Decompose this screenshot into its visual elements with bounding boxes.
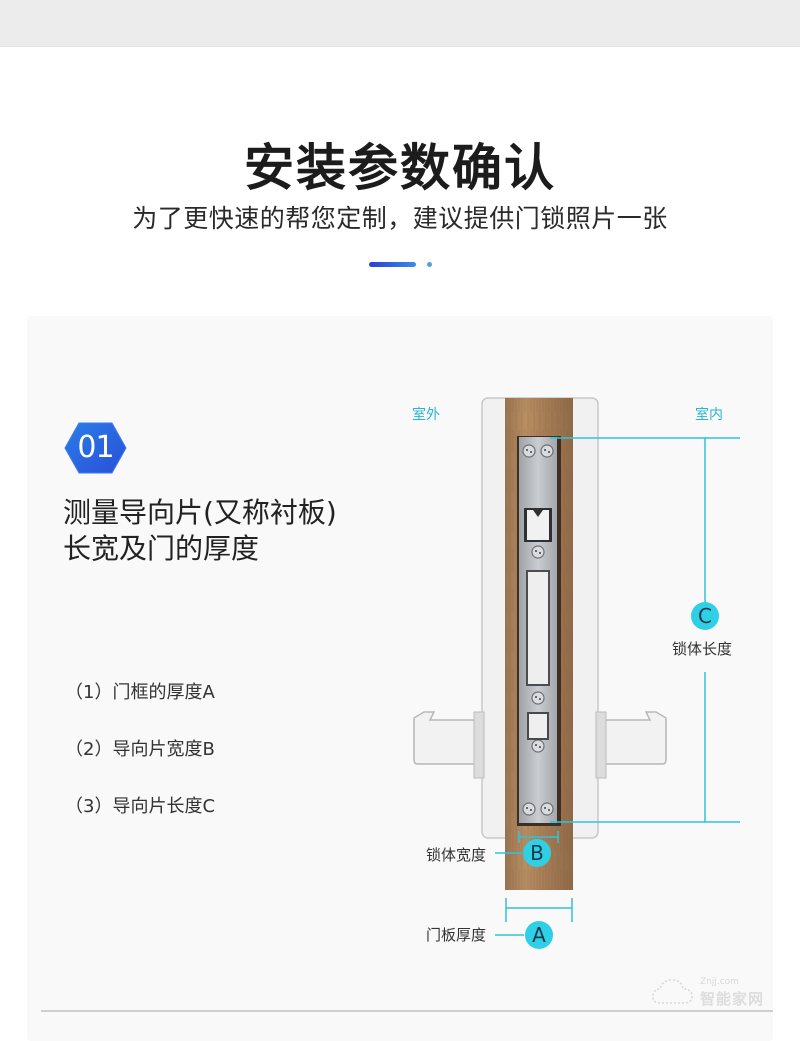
marker-b: B bbox=[523, 839, 551, 867]
step-title-line-2: 长宽及门的厚度 bbox=[63, 532, 260, 565]
decorative-bar bbox=[369, 262, 416, 267]
watermark-domain: Znjj.com bbox=[700, 977, 739, 987]
handle-left bbox=[413, 711, 485, 779]
hexagon-icon bbox=[64, 422, 127, 474]
indoor-label: 室内 bbox=[695, 407, 723, 423]
lock-width-label: 锁体宽度 bbox=[426, 846, 487, 864]
marker-c: C bbox=[691, 602, 719, 630]
decorative-dot bbox=[427, 262, 432, 267]
step-title: 测量导向片(又称衬板) 长宽及门的厚度 bbox=[63, 495, 337, 567]
step-title-line-1: 测量导向片(又称衬板) bbox=[63, 496, 337, 529]
page-subtitle: 为了更快速的帮您定制，建议提供门锁照片一张 bbox=[132, 204, 668, 233]
marker-a: A bbox=[525, 921, 553, 949]
list-item: （1）门框的厚度A bbox=[65, 682, 215, 703]
step-number: 01 bbox=[77, 430, 114, 465]
divider bbox=[41, 1010, 773, 1012]
list-item: （2）导向片宽度B bbox=[65, 739, 215, 760]
cloud-icon bbox=[652, 979, 693, 1004]
outdoor-label: 室外 bbox=[412, 407, 440, 423]
handle-right bbox=[595, 711, 667, 779]
measurement-list: （1）门框的厚度A （2）导向片宽度B （3）导向片长度C bbox=[65, 679, 215, 850]
door-thickness-label: 门板厚度 bbox=[426, 926, 487, 944]
list-item: （3）导向片长度C bbox=[65, 796, 216, 817]
content-panel bbox=[27, 316, 773, 1041]
lock-diagram: 室外 室内 C 锁体长度 B 锁体宽度 A 门板厚度 bbox=[400, 390, 780, 970]
page-title: 安装参数确认 bbox=[244, 139, 556, 197]
top-bar bbox=[0, 0, 800, 47]
step-number-badge: 01 bbox=[64, 421, 127, 475]
watermark-brand: 智能家网 bbox=[700, 990, 765, 1008]
watermark: Znjj.com 智能家网 bbox=[650, 975, 770, 1015]
lock-illustration bbox=[413, 397, 740, 936]
lock-length-label: 锁体长度 bbox=[672, 640, 733, 658]
